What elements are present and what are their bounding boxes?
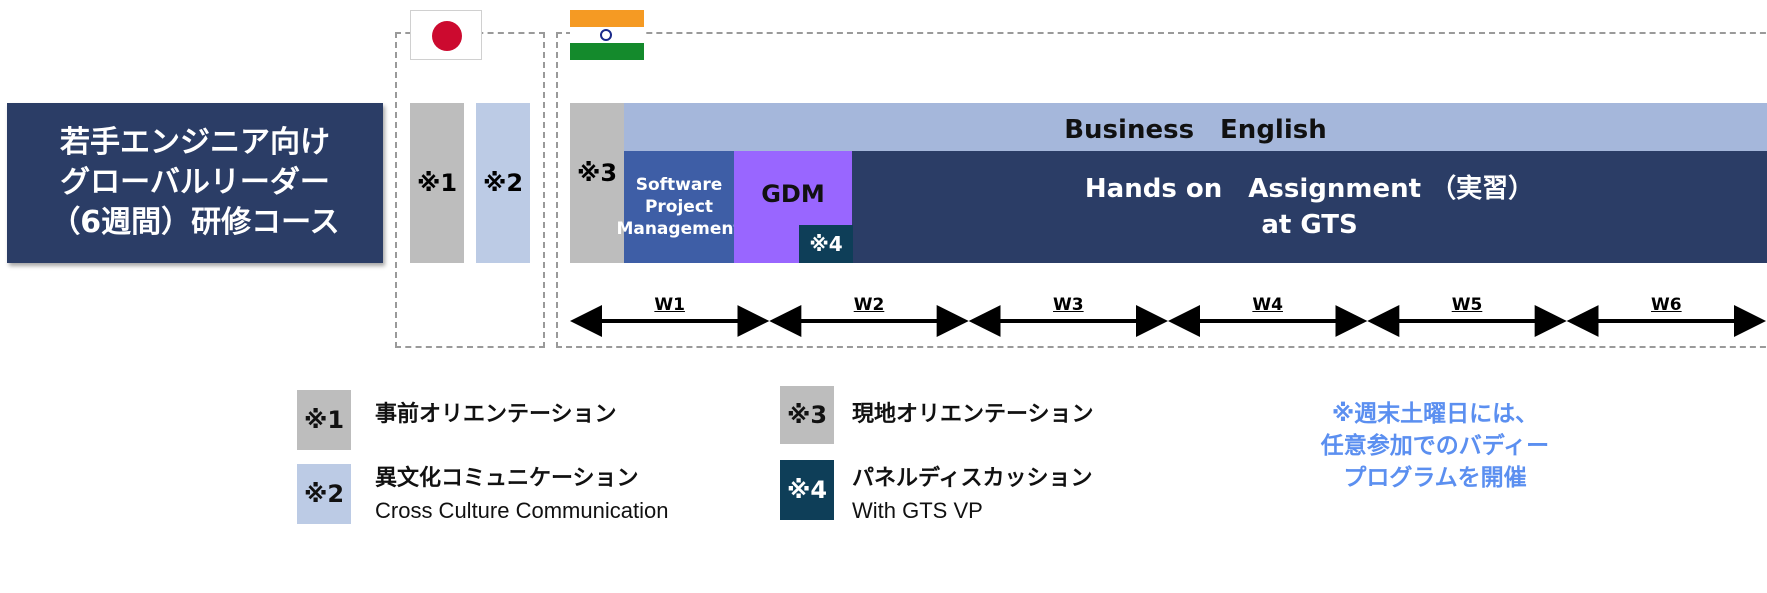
spm-line-2: Project	[644, 197, 714, 217]
week-label-4: W4	[1252, 295, 1283, 315]
software-project-management-block: Software Project Management	[616, 151, 742, 263]
legend-mark-1: ※1	[297, 390, 351, 450]
cross-culture-block: ※2	[476, 103, 530, 263]
legend-text-1: 事前オリエンテーション	[375, 402, 617, 427]
hands-on-line-2: at GTS	[1261, 210, 1358, 240]
legend-sub-2: Cross Culture Communication	[375, 498, 669, 523]
legend-mark-4: ※4	[780, 460, 834, 520]
weekend-note-line-2: 任意参加でのバディー	[1320, 433, 1550, 459]
course-title-line-1: 若手エンジニア向け	[60, 125, 330, 160]
week-label-1: W1	[654, 295, 685, 315]
legend-mark-3: ※3	[780, 386, 834, 444]
india-phase-frame	[556, 32, 1767, 348]
week-label-3: W3	[1053, 295, 1084, 315]
japan-flag-icon	[410, 10, 482, 60]
course-title-line-2: グローバルリーダー	[60, 165, 330, 200]
week-label-5: W5	[1451, 295, 1483, 315]
legend-mark-2: ※2	[297, 464, 351, 524]
weekend-note-line-3: プログラムを開催	[1343, 465, 1527, 491]
hands-on-line-1: Hands on Assignment （実習）	[1084, 174, 1535, 204]
local-orientation-mark: ※3	[576, 159, 618, 187]
legend-text-3: 現地オリエンテーション	[852, 402, 1094, 427]
local-orientation-block: ※3	[570, 103, 624, 263]
legend-text-4: パネルディスカッション	[852, 466, 1093, 491]
legend-sub-4: With GTS VP	[852, 498, 983, 523]
spm-line-3: Management	[616, 219, 742, 239]
weekend-buddy-note: ※週末土曜日には、 任意参加でのバディー プログラムを開催	[1250, 398, 1620, 494]
course-title-line-3: （6週間）研修コース	[50, 205, 340, 240]
hands-on-assignment-block: Hands on Assignment （実習） at GTS	[852, 151, 1767, 263]
pre-orientation-block: ※1	[410, 103, 464, 263]
weekend-note-line-1: ※週末土曜日には、	[1331, 401, 1539, 427]
legend-text-2: 異文化コミュニケーション	[375, 466, 639, 491]
spm-line-1: Software	[635, 175, 723, 195]
week-arrows	[570, 305, 1766, 337]
business-english-bar: Business English	[624, 103, 1767, 151]
week-timeline: W1 W2 W3 W4 W5 W6	[568, 295, 1767, 355]
week-label-6: W6	[1651, 295, 1682, 315]
panel-discussion-mark: ※4	[799, 225, 853, 263]
india-flag-icon	[570, 10, 644, 60]
week-label-2: W2	[853, 295, 885, 315]
course-title: 若手エンジニア向け グローバルリーダー （6週間）研修コース	[7, 103, 383, 263]
